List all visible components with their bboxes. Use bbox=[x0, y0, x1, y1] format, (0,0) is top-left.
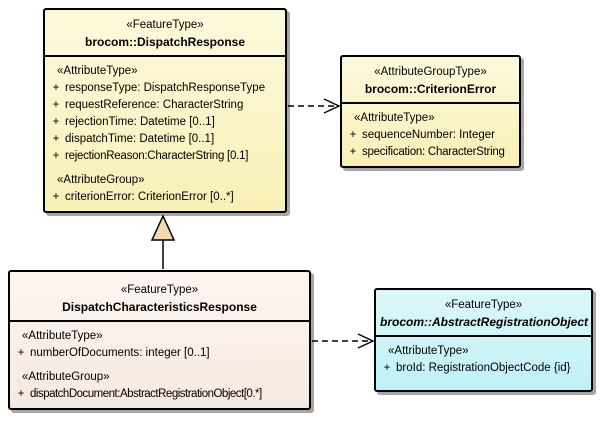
dependency-arrow-abstract-registration-object[interactable] bbox=[312, 333, 375, 349]
stereotype-label: «FeatureType» bbox=[120, 284, 199, 296]
attribute-row: + requestReference: CharacterString bbox=[45, 97, 282, 114]
class-criterion-error[interactable]: «AttributeGroupType» brocom::CriterionEr… bbox=[340, 55, 521, 168]
class-name: brocom::CriterionError bbox=[364, 82, 497, 96]
stereotype-label: «FeatureType» bbox=[444, 299, 523, 311]
attribute-row: + rejectionTime: Datetime [0..1] bbox=[45, 114, 282, 131]
visibility-marker: + bbox=[17, 388, 25, 400]
attribute-text: criterionError: CriterionError [0..*] bbox=[65, 191, 234, 203]
visibility-marker: + bbox=[52, 82, 60, 94]
attribute-row: + sequenceNumber: Integer bbox=[342, 127, 516, 144]
attribute-type-label: «AttributeType» bbox=[388, 345, 469, 357]
generalization-arrow[interactable] bbox=[150, 214, 176, 269]
attribute-row: + numberOfDocuments: integer [0..1] bbox=[10, 345, 306, 362]
attribute-text: rejectionReason:CharacterString [0.1] bbox=[65, 150, 249, 162]
attribute-text: specification: CharacterString bbox=[362, 146, 505, 158]
attribute-group-label: «AttributeGroup» bbox=[57, 174, 145, 186]
attributes-compartment: «AttributeType» + sequenceNumber: Intege… bbox=[342, 102, 519, 163]
class-header: «AttributeGroupType» brocom::CriterionEr… bbox=[342, 57, 519, 102]
class-name: DispatchCharacteristicsResponse bbox=[62, 300, 257, 314]
class-header: «FeatureType» brocom::DispatchResponse bbox=[45, 10, 285, 55]
attribute-row: + broId: RegistrationObjectCode {id} bbox=[376, 360, 588, 377]
attribute-text: numberOfDocuments: integer [0..1] bbox=[30, 347, 210, 359]
stereotype-label: «FeatureType» bbox=[126, 19, 204, 31]
class-name: brocom::AbstractRegistrationObject bbox=[380, 315, 589, 329]
dependency-arrow-criterion-error[interactable] bbox=[288, 98, 341, 114]
visibility-marker: + bbox=[383, 362, 391, 374]
attribute-row: + dispatchTime: Datetime [0..1] bbox=[45, 131, 282, 148]
visibility-marker: + bbox=[17, 347, 25, 359]
visibility-marker: + bbox=[349, 129, 357, 141]
attribute-text: requestReference: CharacterString bbox=[65, 99, 244, 111]
class-header: «FeatureType» brocom::AbstractRegistrati… bbox=[376, 290, 591, 335]
class-dispatch-characteristics-response[interactable]: «FeatureType» DispatchCharacteristicsRes… bbox=[8, 270, 311, 410]
visibility-marker: + bbox=[52, 150, 60, 162]
attribute-text: responseType: DispatchResponseType bbox=[65, 82, 266, 94]
attribute-group-label: «AttributeGroup» bbox=[22, 371, 110, 383]
attribute-type-label: «AttributeType» bbox=[57, 65, 138, 77]
attribute-row: + rejectionReason:CharacterString [0.1] bbox=[45, 148, 282, 165]
visibility-marker: + bbox=[52, 133, 60, 145]
attribute-text: dispatchTime: Datetime [0..1] bbox=[65, 133, 215, 145]
attribute-row: + responseType: DispatchResponseType bbox=[45, 80, 282, 97]
class-name: brocom::DispatchResponse bbox=[84, 35, 246, 49]
class-abstract-registration-object[interactable]: «FeatureType» brocom::AbstractRegistrati… bbox=[374, 288, 593, 392]
visibility-marker: + bbox=[349, 146, 357, 158]
attribute-type-label: «AttributeType» bbox=[22, 330, 103, 342]
attribute-row: + dispatchDocument:AbstractRegistrationO… bbox=[10, 386, 306, 403]
attribute-type-label: «AttributeType» bbox=[354, 112, 435, 124]
visibility-marker: + bbox=[52, 99, 60, 111]
attribute-text: broId: RegistrationObjectCode {id} bbox=[396, 362, 571, 374]
visibility-marker: + bbox=[52, 116, 60, 128]
visibility-marker: + bbox=[52, 191, 60, 203]
class-header: «FeatureType» DispatchCharacteristicsRes… bbox=[10, 272, 309, 320]
attributes-compartment: «AttributeType» + broId: RegistrationObj… bbox=[376, 335, 591, 379]
attribute-row: + specification: CharacterString bbox=[342, 144, 516, 161]
attribute-text: dispatchDocument:AbstractRegistrationObj… bbox=[30, 388, 262, 400]
attribute-text: sequenceNumber: Integer bbox=[362, 129, 495, 141]
class-dispatch-response[interactable]: «FeatureType» brocom::DispatchResponse «… bbox=[43, 8, 287, 213]
attributes-compartment: «AttributeType» + responseType: Dispatch… bbox=[45, 55, 285, 208]
attribute-row: + criterionError: CriterionError [0..*] bbox=[45, 189, 282, 206]
stereotype-label: «AttributeGroupType» bbox=[374, 66, 487, 78]
attributes-compartment: «AttributeType» + numberOfDocuments: int… bbox=[10, 320, 309, 405]
attribute-text: rejectionTime: Datetime [0..1] bbox=[65, 116, 215, 128]
